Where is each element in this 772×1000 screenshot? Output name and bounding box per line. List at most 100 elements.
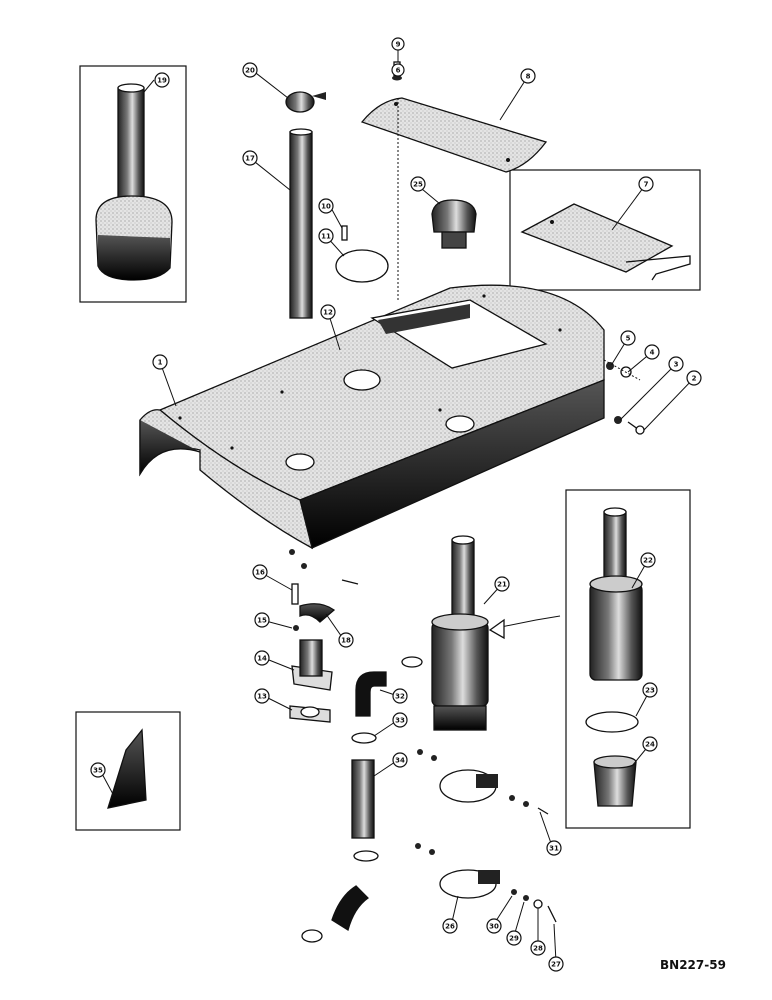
svg-text:4: 4 xyxy=(650,349,655,357)
inset-box-19 xyxy=(79,65,187,303)
svg-text:18: 18 xyxy=(341,637,351,645)
part-3-washer xyxy=(614,416,622,424)
callout-12: 12 xyxy=(320,304,336,320)
svg-text:27: 27 xyxy=(551,961,561,969)
callout-17: 17 xyxy=(242,150,258,166)
svg-text:9: 9 xyxy=(396,41,401,49)
svg-text:31: 31 xyxy=(549,845,559,853)
svg-text:34: 34 xyxy=(395,757,405,765)
part-28-nut xyxy=(533,899,543,909)
part-2-bolt xyxy=(627,421,645,435)
part-11-disc xyxy=(335,249,389,283)
svg-text:25: 25 xyxy=(413,181,423,189)
callout-6: 6 xyxy=(391,63,405,77)
svg-text:19: 19 xyxy=(157,77,167,85)
svg-text:16: 16 xyxy=(255,569,265,577)
svg-text:26: 26 xyxy=(445,923,455,931)
svg-text:21: 21 xyxy=(497,581,507,589)
callout-2: 2 xyxy=(686,370,702,386)
part-19-tube-with-base xyxy=(95,83,173,281)
svg-text:33: 33 xyxy=(395,717,405,725)
part-10-screw xyxy=(341,225,348,241)
callout-4: 4 xyxy=(644,344,660,360)
callout-24: 24 xyxy=(642,736,658,752)
part-33-hose-clamp xyxy=(301,656,423,943)
callout-29: 29 xyxy=(506,930,522,946)
callout-16: 16 xyxy=(252,564,268,580)
part-15-washer xyxy=(293,625,299,631)
inset-box-22 xyxy=(565,489,691,829)
part-23-clamp-ring xyxy=(585,711,639,733)
hood-bolts xyxy=(289,549,359,585)
svg-text:22: 22 xyxy=(643,557,653,565)
part-7-panel xyxy=(520,203,691,281)
callout-34: 34 xyxy=(392,752,408,768)
lower-elbow-hose xyxy=(331,885,370,932)
part-18-bracket xyxy=(299,603,336,623)
callout-9: 9 xyxy=(391,37,405,51)
part-35-bracket xyxy=(107,728,147,809)
svg-text:32: 32 xyxy=(395,693,405,701)
part-20-cap xyxy=(285,91,326,113)
svg-text:15: 15 xyxy=(257,617,267,625)
callout-20: 20 xyxy=(242,62,258,78)
svg-text:20: 20 xyxy=(245,67,255,75)
part-34-straight-hose xyxy=(351,759,375,839)
svg-text:5: 5 xyxy=(626,335,631,343)
inset-box-35 xyxy=(75,711,181,831)
svg-text:8: 8 xyxy=(526,73,531,81)
svg-text:3: 3 xyxy=(674,361,679,369)
part-30-washer xyxy=(511,889,517,895)
svg-text:23: 23 xyxy=(645,687,655,695)
part-21-air-cleaner xyxy=(431,535,489,731)
svg-text:2: 2 xyxy=(692,375,697,383)
svg-text:30: 30 xyxy=(489,923,499,931)
svg-text:1: 1 xyxy=(158,359,163,367)
svg-text:24: 24 xyxy=(645,741,655,749)
callout-23: 23 xyxy=(642,682,658,698)
part-13-gasket xyxy=(289,705,331,723)
callout-28: 28 xyxy=(530,940,546,956)
callout-7: 7 xyxy=(638,176,654,192)
svg-text:35: 35 xyxy=(93,767,103,775)
svg-text:28: 28 xyxy=(533,945,543,953)
svg-text:11: 11 xyxy=(321,233,331,241)
part-22-air-cleaner xyxy=(589,507,643,681)
callout-10: 10 xyxy=(318,198,334,214)
callout-19: 19 xyxy=(154,72,170,88)
callout-21: 21 xyxy=(494,576,510,592)
part-32-elbow-hose xyxy=(355,671,387,717)
callout-18: 18 xyxy=(338,632,354,648)
svg-text:29: 29 xyxy=(509,935,519,943)
part-8-cover-plate xyxy=(360,97,548,173)
callout-3: 3 xyxy=(668,356,684,372)
part-27-bolt xyxy=(547,905,557,923)
callout-32: 32 xyxy=(392,688,408,704)
svg-text:13: 13 xyxy=(257,693,267,701)
callout-35: 35 xyxy=(90,762,106,778)
reference-code: BN227-59 xyxy=(660,958,726,972)
callout-30: 30 xyxy=(486,918,502,934)
callout-11: 11 xyxy=(318,228,334,244)
callout-31: 31 xyxy=(546,840,562,856)
callout-25: 25 xyxy=(410,176,426,192)
svg-text:10: 10 xyxy=(321,203,331,211)
callout-33: 33 xyxy=(392,712,408,728)
part-26-band-clamp xyxy=(415,843,500,899)
part-16-bolt xyxy=(291,583,299,605)
callout-27: 27 xyxy=(548,956,564,972)
callout-8: 8 xyxy=(520,68,536,84)
callout-22: 22 xyxy=(640,552,656,568)
svg-text:14: 14 xyxy=(257,655,267,663)
part-24-cup xyxy=(593,755,637,807)
svg-text:6: 6 xyxy=(396,67,401,75)
svg-text:7: 7 xyxy=(644,181,649,189)
callout-13: 13 xyxy=(254,688,270,704)
part-17-vertical-tube xyxy=(289,128,313,319)
part-25-knob xyxy=(431,199,477,249)
part-1-hood xyxy=(139,284,605,550)
part-14-elbow xyxy=(291,639,333,691)
callout-26: 26 xyxy=(442,918,458,934)
